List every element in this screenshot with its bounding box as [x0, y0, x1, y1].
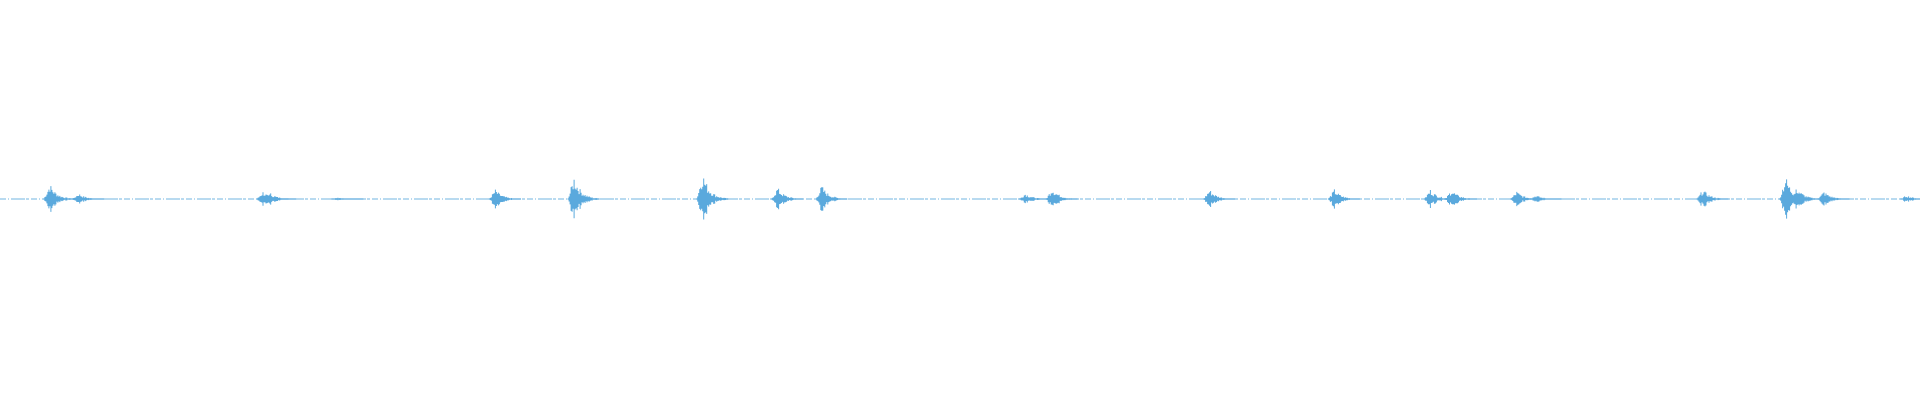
waveform-burst [488, 189, 521, 209]
waveform-burst [567, 179, 600, 219]
waveform-burst [1445, 193, 1477, 205]
waveform-bursts [43, 178, 1920, 220]
waveform-burst [264, 193, 297, 205]
waveform-burst [43, 186, 76, 212]
waveform-burst [1529, 196, 1562, 202]
waveform-burst [1696, 191, 1729, 207]
waveform-burst [1203, 191, 1236, 207]
waveform-burst [1018, 194, 1051, 204]
waveform-burst [1327, 189, 1360, 209]
waveform-burst [771, 188, 804, 210]
waveform-burst [1045, 192, 1078, 206]
waveform-burst [696, 178, 729, 220]
waveform-burst [1790, 189, 1823, 209]
waveform-burst [815, 187, 848, 211]
waveform-burst [1817, 192, 1850, 206]
waveform-burst [1900, 196, 1920, 202]
waveform-burst [72, 194, 105, 204]
waveform-burst [331, 197, 364, 201]
